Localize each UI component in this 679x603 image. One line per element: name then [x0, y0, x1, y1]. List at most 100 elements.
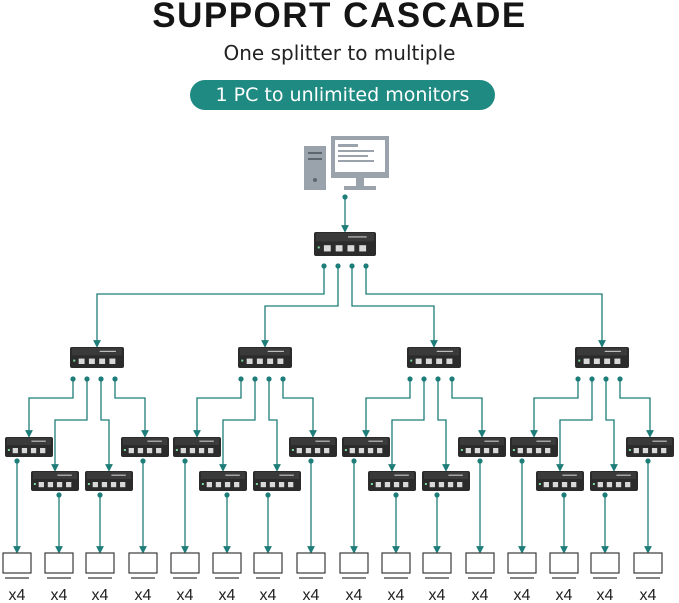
port-dot	[84, 376, 90, 382]
leaf-splitter	[5, 437, 53, 457]
feature-badge: 1 PC to unlimited monitors	[190, 80, 495, 110]
hub-link	[388, 379, 425, 472]
port-dot	[342, 194, 348, 200]
leaf-splitter	[458, 437, 506, 457]
leaf-splitter	[121, 437, 169, 457]
connection-lines	[13, 194, 654, 554]
port-dot	[351, 458, 357, 464]
hub-link	[219, 379, 256, 472]
leaf-splitter	[85, 471, 133, 491]
leaf-splitter	[199, 471, 247, 491]
output-count-label: x4	[597, 587, 614, 603]
hub-splitter-3	[407, 347, 461, 368]
port-dot	[224, 492, 230, 498]
page-subtitle: One splitter to multiple	[223, 41, 456, 65]
leaf-splitter	[626, 437, 674, 457]
port-dot	[434, 492, 440, 498]
monitor-icon	[2, 552, 32, 579]
leaf-splitter	[173, 437, 221, 457]
port-dot	[589, 376, 595, 382]
port-dot	[519, 458, 525, 464]
output-count-label: x4	[514, 587, 531, 603]
port-dot	[575, 376, 581, 382]
output-count-label: x4	[640, 587, 657, 603]
root-link-1	[93, 266, 325, 348]
leaf-splitter	[31, 471, 79, 491]
monitor-icon	[296, 552, 326, 579]
root-link-2	[261, 266, 339, 348]
port-dot	[266, 376, 272, 382]
port-dot	[321, 263, 327, 269]
monitor-icon	[85, 552, 115, 579]
leaf-splitter	[510, 437, 558, 457]
hub-splitter-2	[238, 347, 292, 368]
hub-link	[605, 379, 618, 472]
port-dot	[617, 376, 623, 382]
port-dot	[252, 376, 258, 382]
monitor-icon	[212, 552, 242, 579]
port-dot	[407, 376, 413, 382]
port-dot	[56, 492, 62, 498]
port-dot	[14, 458, 20, 464]
output-count-label: x4	[429, 587, 446, 603]
leaf-splitter	[289, 437, 337, 457]
leaf-splitter	[342, 437, 390, 457]
monitor-icon	[170, 552, 200, 579]
port-dot	[98, 376, 104, 382]
port-dot	[603, 376, 609, 382]
port-dot	[97, 492, 103, 498]
hub-link	[451, 379, 486, 438]
hub-link	[362, 379, 411, 438]
output-count-label: x4	[92, 587, 109, 603]
hub-link	[100, 379, 113, 472]
splitter-devices	[5, 232, 674, 491]
monitor-icon	[422, 552, 452, 579]
leaf-splitter	[536, 471, 584, 491]
monitor-icon	[339, 552, 369, 579]
hub-link	[25, 379, 74, 438]
leaf-splitter	[253, 471, 301, 491]
hub-splitter-1	[70, 347, 124, 368]
hub-link	[51, 379, 88, 472]
port-dot	[308, 458, 314, 464]
output-count-label: x4	[346, 587, 363, 603]
port-dot	[645, 458, 651, 464]
output-count-label: x4	[219, 587, 236, 603]
leaf-splitter	[368, 471, 416, 491]
monitor-icon	[507, 552, 537, 579]
output-count-label: x4	[51, 587, 68, 603]
hub-link	[114, 379, 149, 438]
monitor-icon	[590, 552, 620, 579]
output-count-label: x4	[135, 587, 152, 603]
port-dot	[561, 492, 567, 498]
monitor-icon	[465, 552, 495, 579]
hub-link	[619, 379, 654, 438]
port-dot	[70, 376, 76, 382]
root-splitter	[314, 232, 376, 256]
leaf-splitter	[422, 471, 470, 491]
leaf-splitter	[590, 471, 638, 491]
monitor-icon	[44, 552, 74, 579]
hub-link	[268, 379, 281, 472]
root-link-3	[351, 266, 438, 348]
output-count-label: x4	[177, 587, 194, 603]
hub-link	[437, 379, 450, 472]
hub-link	[556, 379, 593, 472]
port-dot	[335, 263, 341, 269]
port-dot	[435, 376, 441, 382]
port-dot	[477, 458, 483, 464]
root-link-4	[365, 266, 606, 348]
output-count-label: x4	[556, 587, 573, 603]
hub-link	[282, 379, 317, 438]
output-count-label: x4	[260, 587, 277, 603]
port-dot	[393, 492, 399, 498]
port-dot	[112, 376, 118, 382]
output-count-label: x4	[9, 587, 26, 603]
port-dot	[280, 376, 286, 382]
port-dot	[363, 263, 369, 269]
output-count-label: x4	[388, 587, 405, 603]
monitor-icon	[633, 552, 663, 579]
port-dot	[349, 263, 355, 269]
